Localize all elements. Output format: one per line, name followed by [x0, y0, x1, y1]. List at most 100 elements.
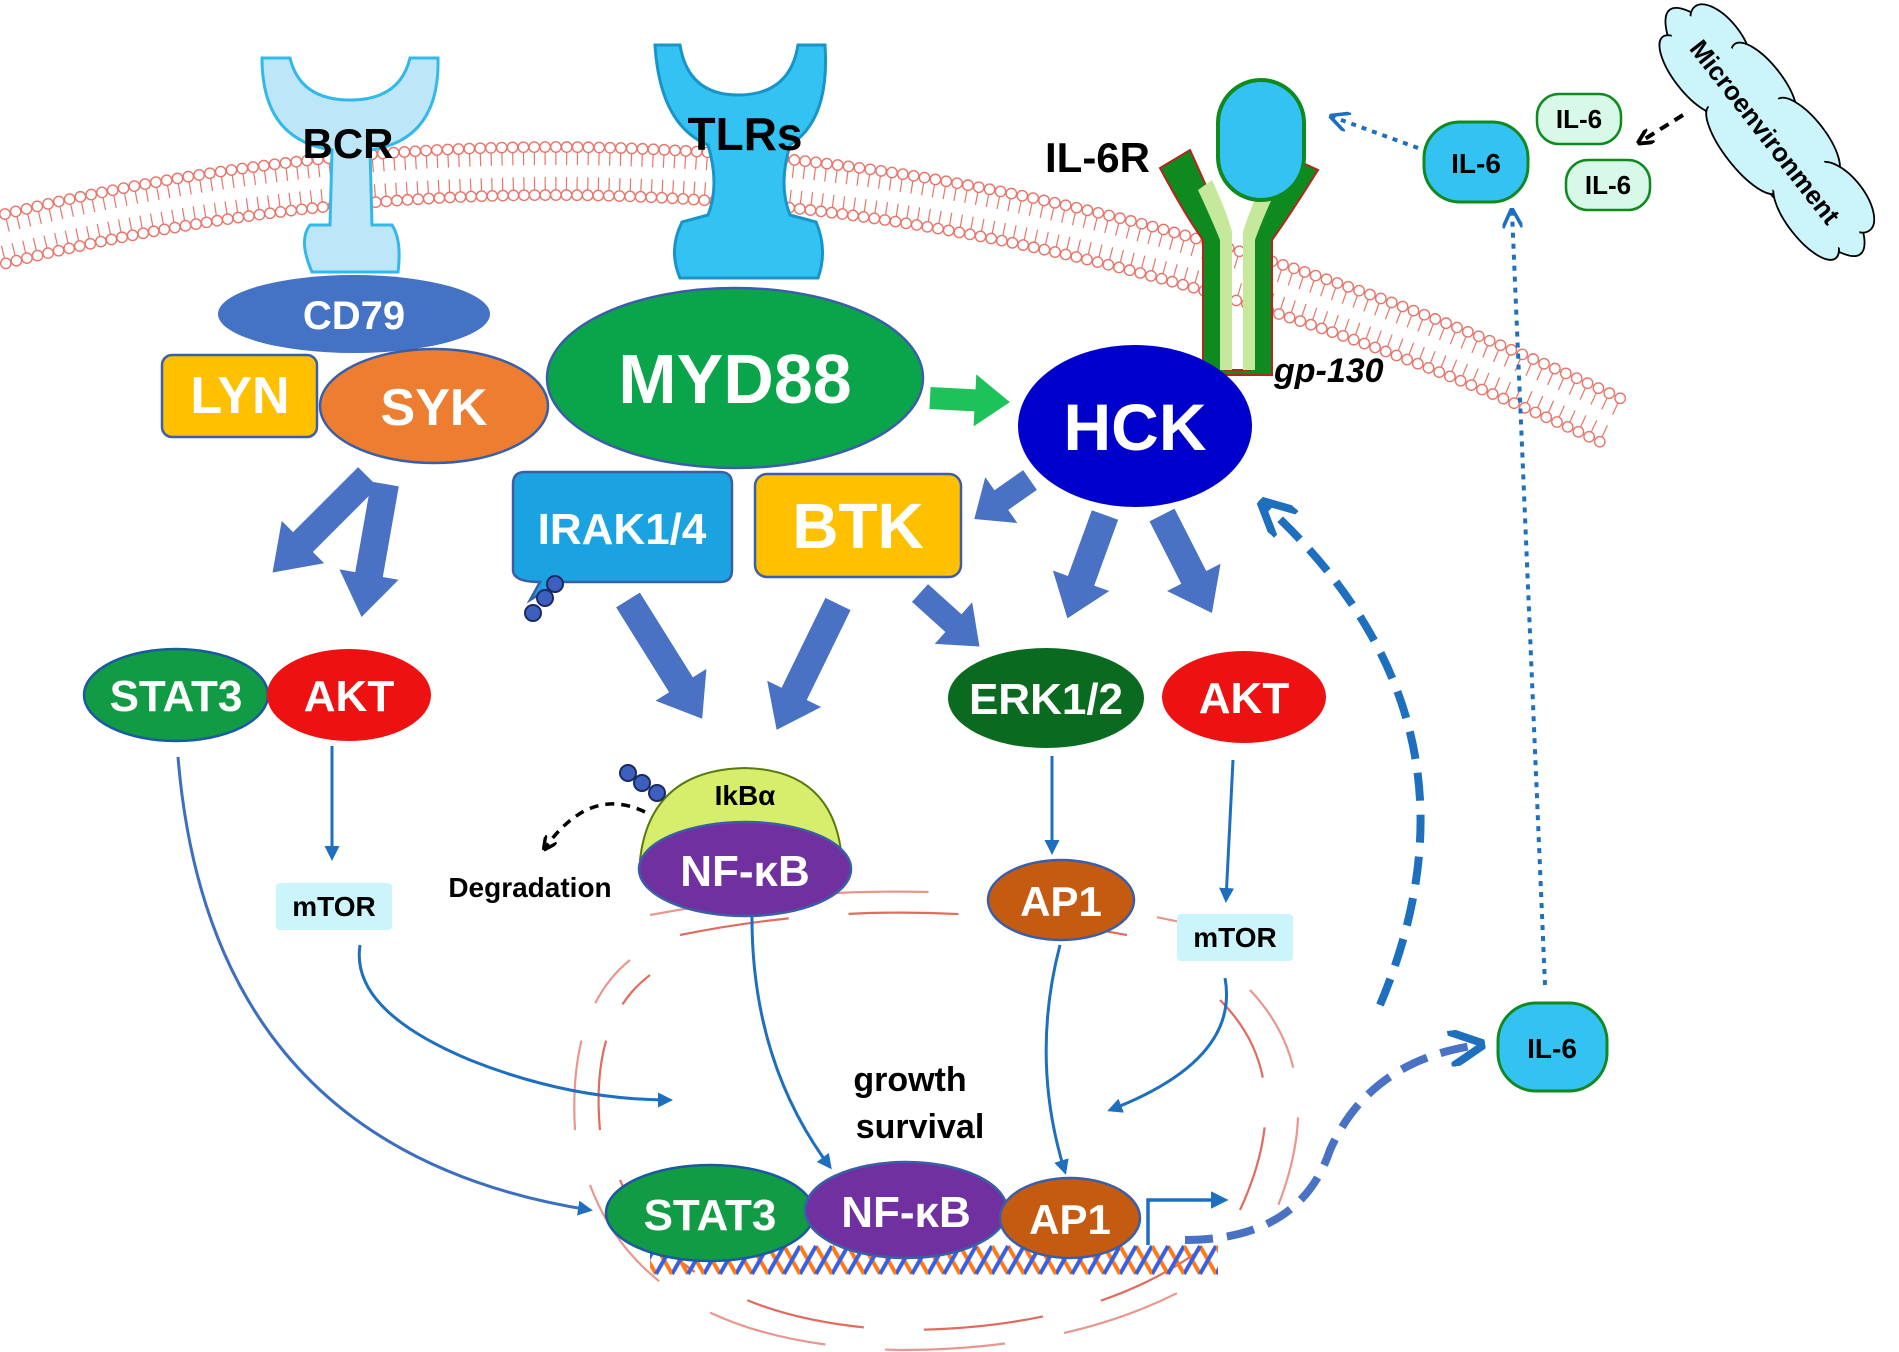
- lipid-head: [1038, 194, 1050, 207]
- lipid-head: [810, 156, 822, 169]
- lipid-head: [52, 195, 65, 208]
- lipid-head: [21, 252, 33, 265]
- lipid-head: [687, 193, 700, 206]
- arrow-ap1-to-nucleus: [1044, 944, 1069, 1175]
- lipid-head: [647, 143, 660, 156]
- lipid-head: [1422, 361, 1435, 374]
- lipid-head: [221, 213, 234, 226]
- lipid-head: [864, 163, 877, 176]
- microenvironment-cloud: Microenvironment: [1658, 3, 1876, 261]
- lipid-head: [1027, 241, 1040, 254]
- lipid-head: [264, 207, 276, 220]
- ap1-node: AP1: [986, 858, 1136, 942]
- lipid-head: [820, 157, 833, 170]
- lipid-head: [1168, 226, 1181, 239]
- lipid-head: [1103, 209, 1116, 222]
- lipid-head: [63, 193, 76, 206]
- btk-node: BTK: [753, 472, 963, 579]
- lipid-head: [306, 202, 319, 215]
- nucleus-ap1-node: AP1: [998, 1176, 1142, 1260]
- lipid-head: [401, 193, 414, 206]
- lipid-head: [972, 181, 985, 194]
- mtor-right-label: mTOR: [1193, 922, 1277, 953]
- lipid-head: [1017, 239, 1030, 251]
- stat3-node: STAT3: [82, 647, 270, 743]
- lipid-head: [137, 227, 150, 240]
- il6-small-1-node: IL-6: [1535, 92, 1623, 146]
- lipid-head: [929, 173, 942, 186]
- lipid-head: [1570, 372, 1583, 385]
- lipid-head: [1273, 308, 1285, 320]
- lipid-head: [994, 185, 1007, 198]
- lipid-head: [1538, 357, 1550, 370]
- lipid-head: [815, 205, 827, 218]
- lipid-head: [1146, 220, 1159, 233]
- lipid-head: [1461, 325, 1474, 338]
- lipid-head: [74, 190, 87, 203]
- lipid-head: [1134, 267, 1147, 279]
- lipid-head: [1559, 367, 1572, 380]
- lipid-head: [1614, 392, 1627, 405]
- stat3-label: STAT3: [110, 672, 243, 721]
- il6-small-1-label: IL-6: [1556, 104, 1602, 134]
- lipid-head: [182, 170, 195, 183]
- lipid-head: [1529, 406, 1542, 419]
- lipid-head: [10, 254, 23, 267]
- arrow-mtor-right-to-nucleus: [1107, 977, 1228, 1113]
- lipid-head: [613, 190, 626, 202]
- lipid-head: [1374, 292, 1387, 305]
- lipid-head: [1177, 278, 1189, 291]
- lipid-head: [391, 194, 403, 207]
- lipid-head: [116, 231, 128, 244]
- lipid-head: [190, 218, 202, 230]
- lipid-head: [200, 216, 213, 229]
- lipid-head: [571, 141, 584, 154]
- lipid-head: [1135, 217, 1148, 230]
- lipid-head: [150, 176, 162, 189]
- lipid-head: [560, 189, 573, 201]
- lipid-head: [441, 143, 454, 156]
- lipid-head: [539, 189, 552, 201]
- lipid-head: [842, 160, 855, 173]
- lipid-head: [1465, 379, 1478, 392]
- lipid-head: [295, 203, 308, 216]
- arrow-hck-to-btk: [974, 470, 1037, 524]
- lipid-head: [274, 206, 287, 218]
- lipid-head: [147, 225, 160, 238]
- lipid-head: [1353, 284, 1365, 297]
- lipid-head: [1347, 333, 1360, 346]
- lipid-head: [452, 143, 465, 155]
- lipid-head: [625, 142, 638, 155]
- lipid-head: [1418, 308, 1431, 321]
- lipid-head: [907, 169, 920, 182]
- lipid-head: [825, 206, 838, 219]
- lipid-head: [1483, 334, 1496, 347]
- lipid-head: [1277, 258, 1289, 271]
- lipid-head: [592, 189, 605, 202]
- il6-secreted-node: IL-6: [1496, 1001, 1609, 1093]
- lipid-head: [1027, 192, 1039, 204]
- lipid-head: [214, 165, 227, 178]
- lipid-head: [918, 171, 931, 184]
- lipid-head: [1305, 318, 1317, 331]
- lipid-head: [485, 141, 497, 154]
- btk-label: BTK: [792, 490, 924, 562]
- lipid-head: [1407, 304, 1420, 317]
- lipid-head: [1342, 280, 1355, 293]
- ikba-nfkb-complex: IkBα NF-κB: [619, 764, 853, 918]
- lipid-head: [317, 201, 329, 213]
- lipid-head: [1583, 430, 1595, 443]
- lipid-head: [853, 161, 866, 174]
- arrow-stat3-to-nucleus: [176, 756, 593, 1216]
- lipid-head: [279, 157, 292, 169]
- lipid-head: [285, 204, 298, 217]
- dotted-arrow-il6-up: [1512, 212, 1547, 986]
- lipid-head: [1379, 345, 1392, 358]
- lipid-head: [139, 178, 152, 191]
- lipid-head: [1091, 256, 1104, 269]
- lipid-head: [581, 189, 594, 202]
- lipid-head: [1326, 326, 1339, 338]
- mtor-left-node: mTOR: [276, 883, 392, 930]
- lipid-head: [433, 192, 446, 204]
- lipid-head: [0, 257, 12, 270]
